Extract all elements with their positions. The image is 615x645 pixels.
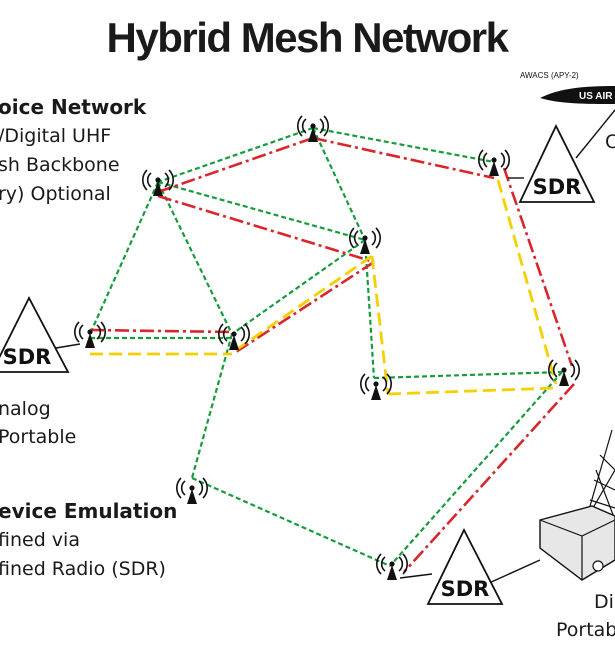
red-link — [157, 136, 314, 194]
analog-line2: Portable — [0, 426, 76, 448]
green-link — [231, 239, 366, 335]
equipment-box-icon — [539, 505, 615, 581]
green-link — [88, 181, 160, 335]
sdr-label: SDR — [533, 175, 582, 199]
red-link — [235, 260, 375, 354]
green-link — [373, 370, 563, 380]
sdr-triangle-icon — [518, 123, 596, 203]
red-links — [89, 136, 575, 573]
yellow-links — [90, 179, 558, 396]
digital-portable-line1: Di — [594, 591, 614, 613]
voice-network-line1: /Digital UHF — [0, 125, 111, 147]
aircraft-icon — [540, 86, 615, 104]
yellow-link — [370, 255, 390, 395]
right-partial-label: C — [605, 131, 615, 153]
yellow-link — [387, 386, 557, 396]
red-link — [312, 136, 495, 180]
sdr-connectors — [55, 109, 615, 589]
radio-tower-icon — [296, 115, 330, 143]
green-link — [389, 371, 563, 567]
red-link — [157, 194, 375, 264]
aircraft-text: US AIR — [579, 91, 613, 102]
device-emulation-line1: fined via — [0, 529, 80, 551]
sdr-triangle-icon — [0, 296, 70, 373]
analog-line1: nalog — [0, 398, 51, 420]
satellite-dish-icon — [585, 429, 615, 521]
radio-tower-icon — [141, 169, 175, 197]
yellow-link — [496, 179, 558, 385]
green-link — [157, 180, 366, 242]
yellow-link — [235, 254, 373, 352]
green-link — [363, 239, 376, 379]
sdr-triangle-icon — [426, 527, 504, 605]
green-link — [157, 126, 314, 184]
label-device-emulation: evice Emulation fined via fined Radio (S… — [0, 499, 177, 580]
voice-network-heading: oice Network — [0, 95, 147, 119]
label-digital-portable: Di Portab — [556, 591, 615, 641]
green-link — [312, 127, 366, 241]
label-analog: nalog Portable — [0, 398, 76, 448]
red-link — [403, 383, 575, 573]
sdr-bottom: SDR — [426, 527, 504, 605]
green-link — [191, 476, 391, 568]
sdr-top-right: SDR — [518, 123, 596, 203]
connector-line — [399, 573, 433, 579]
device-emulation-line2: fined Radio (SDR) — [0, 558, 166, 580]
voice-network-line2: sh Backbone — [0, 154, 120, 176]
red-link — [89, 328, 233, 334]
digital-portable-line2: Portab — [556, 619, 615, 641]
awacs-aircraft: AWACS (APY-2) US AIR — [520, 71, 615, 104]
green-link — [157, 181, 233, 335]
voice-network-line3: ry) Optional — [0, 183, 111, 205]
connector-line — [575, 109, 615, 159]
green-links — [88, 126, 563, 568]
label-voice-network: oice Network /Digital UHF sh Backbone ry… — [0, 95, 147, 205]
sdr-left: SDR — [0, 296, 70, 373]
sdr-label: SDR — [3, 345, 52, 369]
green-link — [190, 333, 234, 479]
sdr-label: SDR — [441, 577, 490, 601]
radio-tower-icon — [547, 359, 581, 387]
green-link — [312, 126, 495, 164]
ground-station — [539, 429, 615, 581]
radio-tower-icon — [375, 553, 409, 581]
diagram-title: Hybrid Mesh Network — [107, 14, 510, 61]
awacs-label: AWACS (APY-2) — [520, 71, 579, 80]
red-link — [502, 167, 574, 367]
device-emulation-heading: evice Emulation — [0, 499, 177, 523]
connector-line — [55, 343, 81, 349]
radio-tower-icon — [348, 227, 382, 255]
